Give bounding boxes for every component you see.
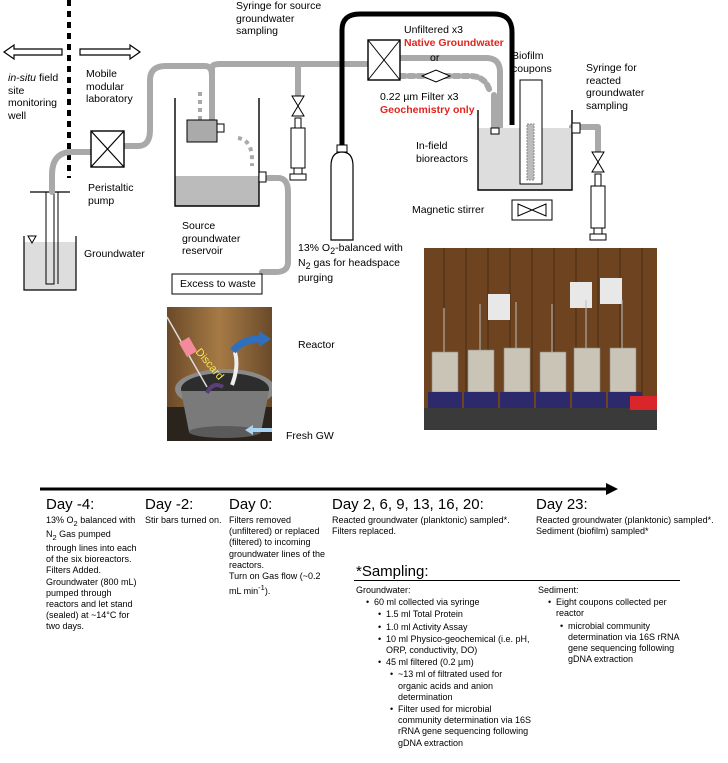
label-magnetic-stirrer: Magnetic stirrer [412, 204, 485, 216]
label-groundwater: Groundwater [84, 248, 145, 260]
sampling-sediment: Sediment: •Eight coupons collected per r… [538, 585, 688, 665]
timeline-text-minus4: 13% O2 balanced with N2 Gas pumped throu… [46, 515, 137, 632]
timeline-text-sampling: Reacted groundwater (planktonic) sampled… [332, 515, 510, 537]
sed-item: •Eight coupons collected per reactor [548, 597, 667, 619]
source-reservoir [174, 98, 267, 207]
label-gas: 13% O2-balanced with N2 gas for headspac… [298, 242, 403, 285]
unfiltered-valve [367, 39, 401, 81]
gw-item: •1.5 ml Total Protein [378, 609, 463, 620]
source-syringe [289, 95, 307, 181]
pipe-filter-line [397, 73, 493, 95]
label-source-reservoir: Source groundwater reservoir [182, 220, 241, 257]
right-arrow [79, 43, 142, 61]
timeline-text-minus2: Stir bars turned on. [145, 515, 222, 525]
timeline-day-0: Day 0: [229, 496, 273, 513]
label-or: or [430, 52, 440, 64]
timeline-day-minus4: Day -4: [46, 496, 95, 513]
well-outline [23, 236, 77, 291]
label-filter: 0.22 µm Filter x3 [380, 91, 459, 103]
sampling-title: *Sampling: [356, 563, 429, 580]
sampling-divider [354, 580, 680, 581]
gw-item: •45 ml filtered (0.2 µm) [378, 657, 474, 668]
peristaltic-pump [90, 130, 125, 168]
gas-cylinder [330, 144, 354, 241]
label-mobile-lab: Mobile modular laboratory [86, 68, 133, 105]
pipe-main-line [209, 61, 371, 79]
pipe-reactor-out [569, 124, 601, 155]
excess-waste-box [171, 273, 263, 295]
gw-list: •60 ml collected via syringe•1.5 ml Tota… [356, 597, 534, 749]
label-excess-waste: Excess to waste [180, 278, 256, 290]
timeline-day-23: Day 23: [536, 496, 588, 513]
gas-line [339, 11, 515, 148]
filter-icon [420, 69, 452, 83]
reacted-syringe [589, 151, 607, 241]
pipe-reservoir-to-waste [259, 175, 291, 275]
gw-item: •~13 ml of filtrated used for organic ac… [390, 669, 503, 702]
label-unfiltered: Unfiltered x3 [404, 24, 463, 36]
timeline-text-23: Reacted groundwater (planktonic) sampled… [536, 515, 714, 537]
sed-item: •microbial community determination via 1… [560, 620, 680, 665]
pipe-well-to-pump [49, 149, 95, 195]
gw-item: •60 ml collected via syringe [366, 597, 480, 608]
in-field-bioreactor [477, 79, 581, 191]
gw-item: •10 ml Physico-geochemical (i.e. pH, ORP… [378, 633, 530, 656]
label-peristaltic-pump: Peristaltic pump [88, 182, 134, 207]
label-native-gw: Native Groundwater [404, 37, 504, 49]
sed-heading: Sediment: [538, 585, 579, 595]
experimental-setup-schematic [2, 0, 607, 295]
sampling-groundwater: Groundwater: •60 ml collected via syring… [356, 585, 534, 749]
photo-bioreactors [424, 248, 657, 430]
timeline-arrow [40, 483, 618, 495]
timeline-text-0: Filters removed (unfiltered) or replaced… [229, 515, 326, 597]
timeline-day-minus2: Day -2: [145, 496, 194, 513]
gw-heading: Groundwater: [356, 585, 411, 595]
water-level-icon [27, 235, 37, 245]
label-biofilm-coupons: Biofilm coupons [512, 50, 552, 75]
sed-list: •Eight coupons collected per reactor•mic… [538, 597, 688, 665]
groundwater-well-water [24, 242, 76, 290]
label-syringe-source: Syringe for source groundwater sampling [236, 0, 322, 37]
gw-item: •1.0 ml Activity Assay [378, 621, 468, 632]
label-fresh-gw: Fresh GW [286, 430, 334, 442]
label-in-field-bioreactors: In-field bioreactors [416, 140, 468, 165]
left-arrow [2, 43, 63, 61]
label-geochem-only: Geochemistry only [380, 104, 475, 116]
photo-reservoir: Discard [167, 307, 272, 441]
gw-item: •Filter used for microbial community det… [390, 704, 532, 748]
label-insitu-well: in-situ field site monitoring well [8, 72, 59, 122]
label-syringe-reacted: Syringe for reacted groundwater sampling [586, 62, 645, 112]
magnetic-stirrer-icon [511, 199, 553, 221]
timeline-day-sampling: Day 2, 6, 9, 13, 16, 20: [332, 496, 484, 513]
label-reactor: Reactor [298, 339, 335, 351]
